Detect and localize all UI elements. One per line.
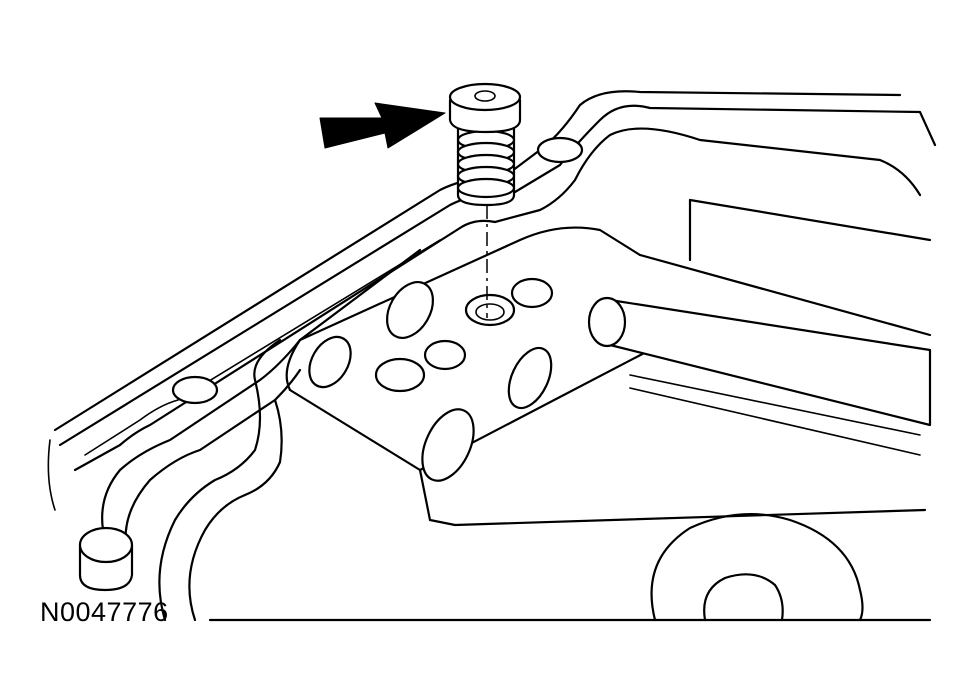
dowel-pin bbox=[78, 526, 134, 592]
arrow-indicator-icon bbox=[319, 102, 446, 149]
circular-boss bbox=[650, 513, 864, 622]
valve-bores bbox=[171, 136, 584, 482]
valve-body-block bbox=[285, 198, 932, 527]
figure-reference-code: N0047776 bbox=[40, 597, 169, 627]
spring-plug bbox=[448, 82, 522, 207]
shaft bbox=[587, 296, 932, 456]
